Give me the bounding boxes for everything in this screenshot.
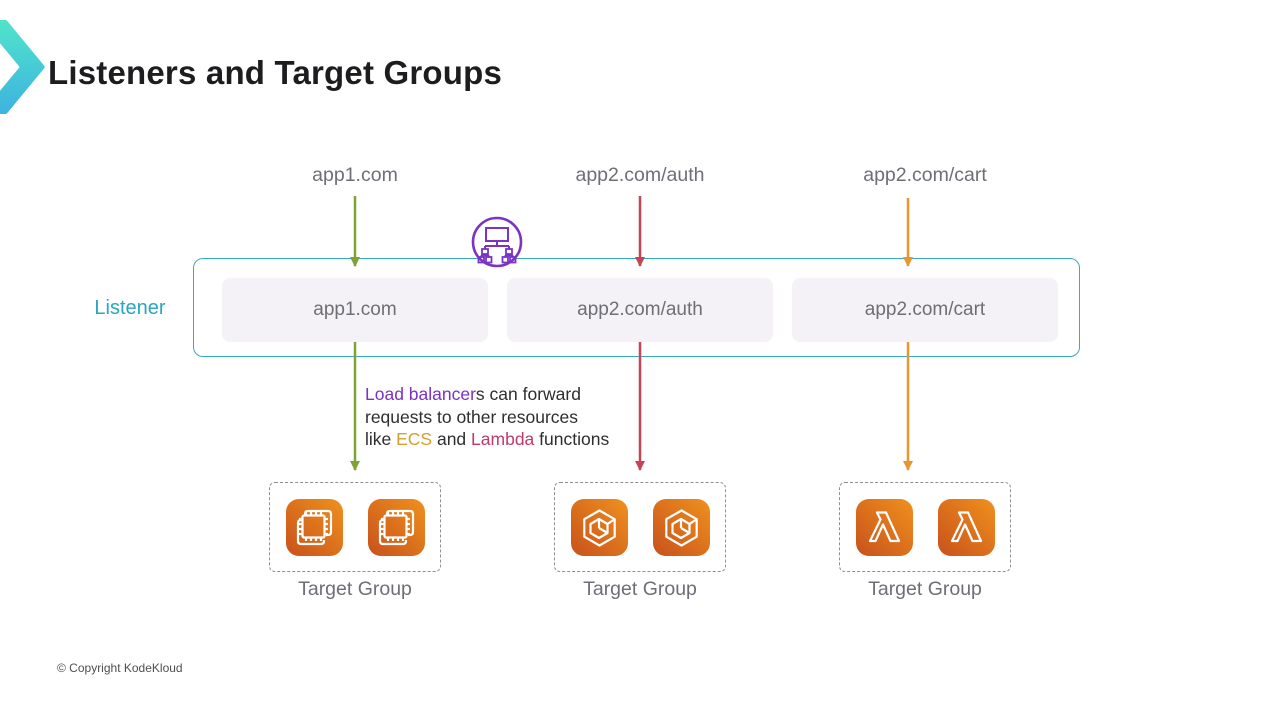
note-line-1: Load balancers can forward bbox=[365, 383, 655, 406]
note-line3-pre: like bbox=[365, 429, 397, 450]
ec2-icon bbox=[285, 498, 343, 556]
target-group-box-ecs bbox=[554, 482, 726, 572]
listener-label: Listener bbox=[94, 297, 166, 319]
listener-rule-app1: app1.com bbox=[222, 278, 488, 342]
lambda-icon bbox=[855, 498, 913, 556]
note-highlight-lambda: Lambda bbox=[471, 429, 535, 450]
lambda-icon bbox=[937, 498, 995, 556]
request-label-app2-cart: app2.com/cart bbox=[863, 164, 987, 186]
note-highlight-load-balancer: Load balancer bbox=[365, 384, 476, 404]
note-text: Load balancers can forward requests to o… bbox=[365, 383, 655, 451]
listener-rule-app2-cart: app2.com/cart bbox=[792, 278, 1058, 342]
kodekloud-logo-chevron-icon bbox=[0, 20, 45, 114]
note-line-3: like ECS and Lambda functions bbox=[365, 428, 655, 451]
copyright-text: © Copyright KodeKloud bbox=[57, 661, 183, 675]
ecs-icon bbox=[570, 498, 628, 556]
ec2-icon bbox=[367, 498, 425, 556]
request-label-app1: app1.com bbox=[312, 164, 398, 186]
note-line3-mid: and bbox=[432, 429, 472, 450]
listener-rule-app2-auth: app2.com/auth bbox=[507, 278, 773, 342]
request-label-app2-auth: app2.com/auth bbox=[575, 164, 705, 186]
target-group-label: Target Group bbox=[298, 578, 412, 600]
note-line1-rest: s can forward bbox=[475, 384, 581, 404]
ecs-icon bbox=[652, 498, 710, 556]
target-group-box-ec2 bbox=[269, 482, 441, 572]
note-line3-post: functions bbox=[534, 429, 610, 450]
target-group-box-lambda bbox=[839, 482, 1011, 572]
note-highlight-ecs: ECS bbox=[396, 429, 433, 450]
target-group-label: Target Group bbox=[868, 578, 982, 600]
page-title: Listeners and Target Groups bbox=[48, 54, 503, 91]
target-group-label: Target Group bbox=[583, 578, 697, 600]
note-line-2: requests to other resources bbox=[365, 406, 579, 427]
